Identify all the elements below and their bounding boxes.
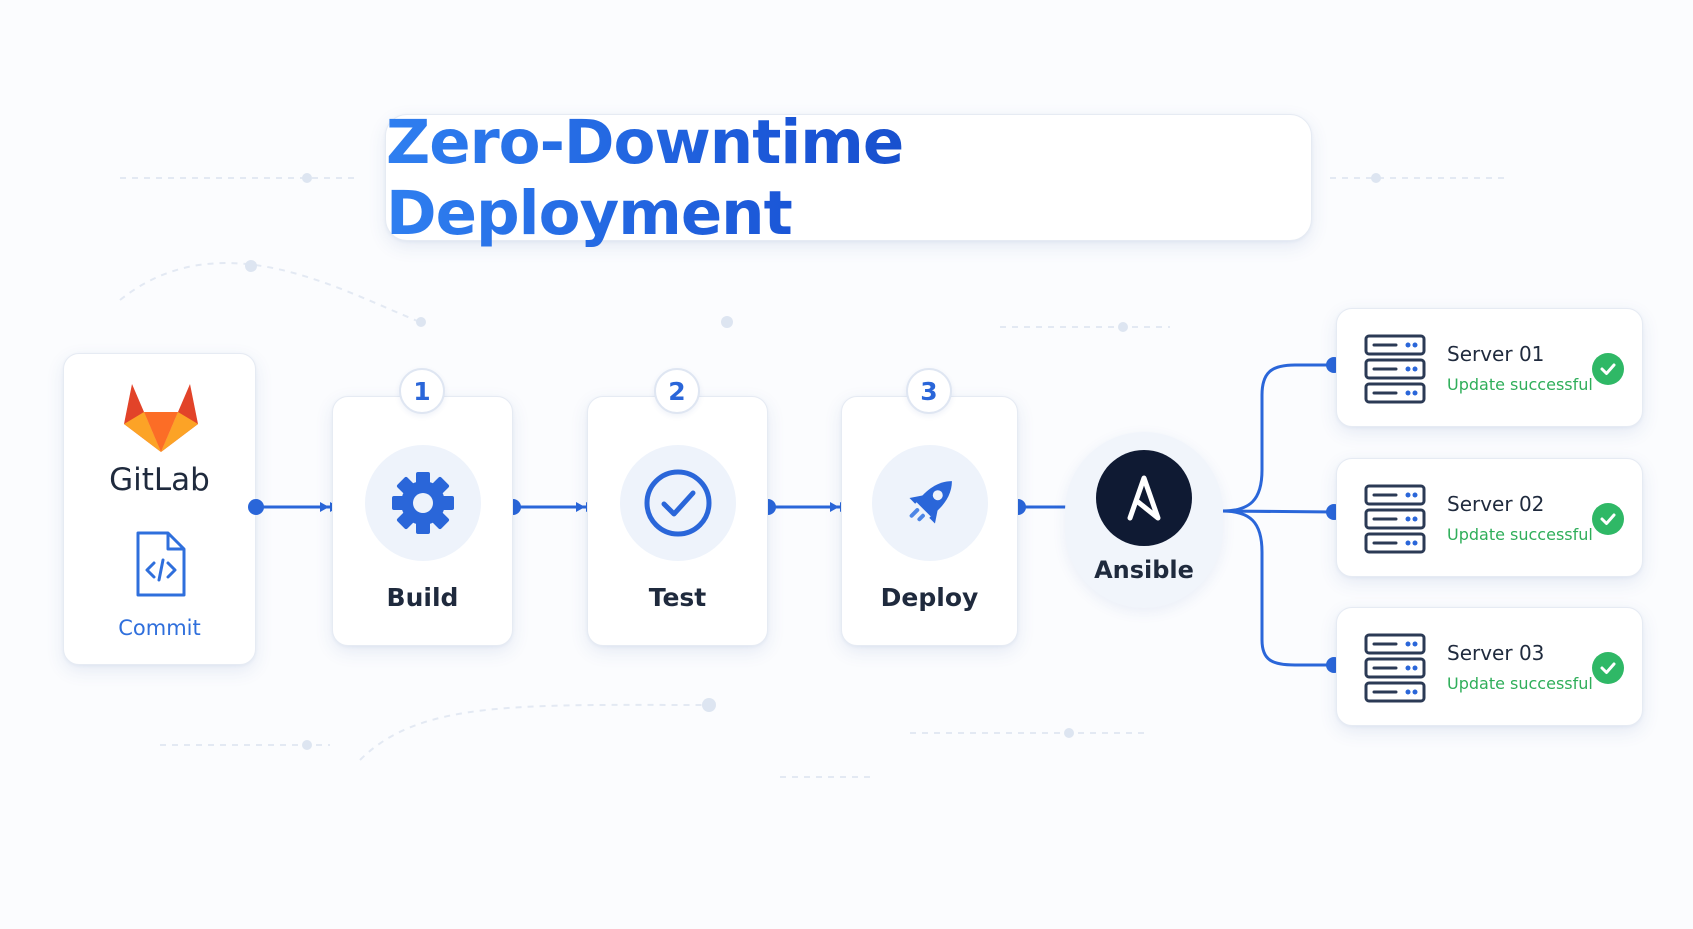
gitlab-card: GitLab Commit <box>63 353 256 665</box>
code-file-icon <box>136 531 186 597</box>
server-status: Update successful <box>1447 375 1593 394</box>
page-title: Zero-Downtime Deployment <box>386 107 1311 249</box>
server-name: Server 01 <box>1447 342 1545 366</box>
step-number-3: 3 <box>906 368 952 414</box>
gitlab-label: GitLab <box>109 462 210 498</box>
step-number-1: 1 <box>399 368 445 414</box>
step-label-test: Test <box>648 583 707 612</box>
ansible-a-icon <box>1127 475 1161 521</box>
server-status: Update successful <box>1447 525 1593 544</box>
rocket-icon <box>908 481 952 524</box>
step-build-card: Build <box>332 396 513 646</box>
step-test-card: Test <box>587 396 768 646</box>
server-name: Server 02 <box>1447 492 1545 516</box>
server-rack-icon <box>1364 484 1426 554</box>
step-icon-circle <box>364 445 481 561</box>
server-card: Server 02 Update successful <box>1336 458 1643 577</box>
gitlab-fox-icon <box>124 384 198 452</box>
title-card: Zero-Downtime Deployment <box>385 107 1312 249</box>
success-check-icon <box>1592 652 1624 684</box>
step-label-build: Build <box>386 583 459 612</box>
success-check-icon <box>1592 503 1624 535</box>
step-deploy-card: Deploy <box>841 396 1018 646</box>
commit-label: Commit <box>118 616 201 640</box>
gear-icon <box>391 472 454 534</box>
step-icon-circle <box>871 445 988 561</box>
step-number-2: 2 <box>654 368 700 414</box>
server-status: Update successful <box>1447 674 1593 693</box>
step-icon-circle <box>619 445 736 561</box>
server-name: Server 03 <box>1447 641 1545 665</box>
ansible-label: Ansible <box>1094 556 1194 584</box>
success-check-icon <box>1592 353 1624 385</box>
server-card: Server 01 Update successful <box>1336 308 1643 427</box>
ansible-logo-icon <box>1096 450 1192 546</box>
step-label-deploy: Deploy <box>880 583 979 612</box>
check-circle-icon <box>644 469 711 537</box>
server-rack-icon <box>1364 633 1426 703</box>
server-rack-icon <box>1364 334 1426 404</box>
server-card: Server 03 Update successful <box>1336 607 1643 726</box>
